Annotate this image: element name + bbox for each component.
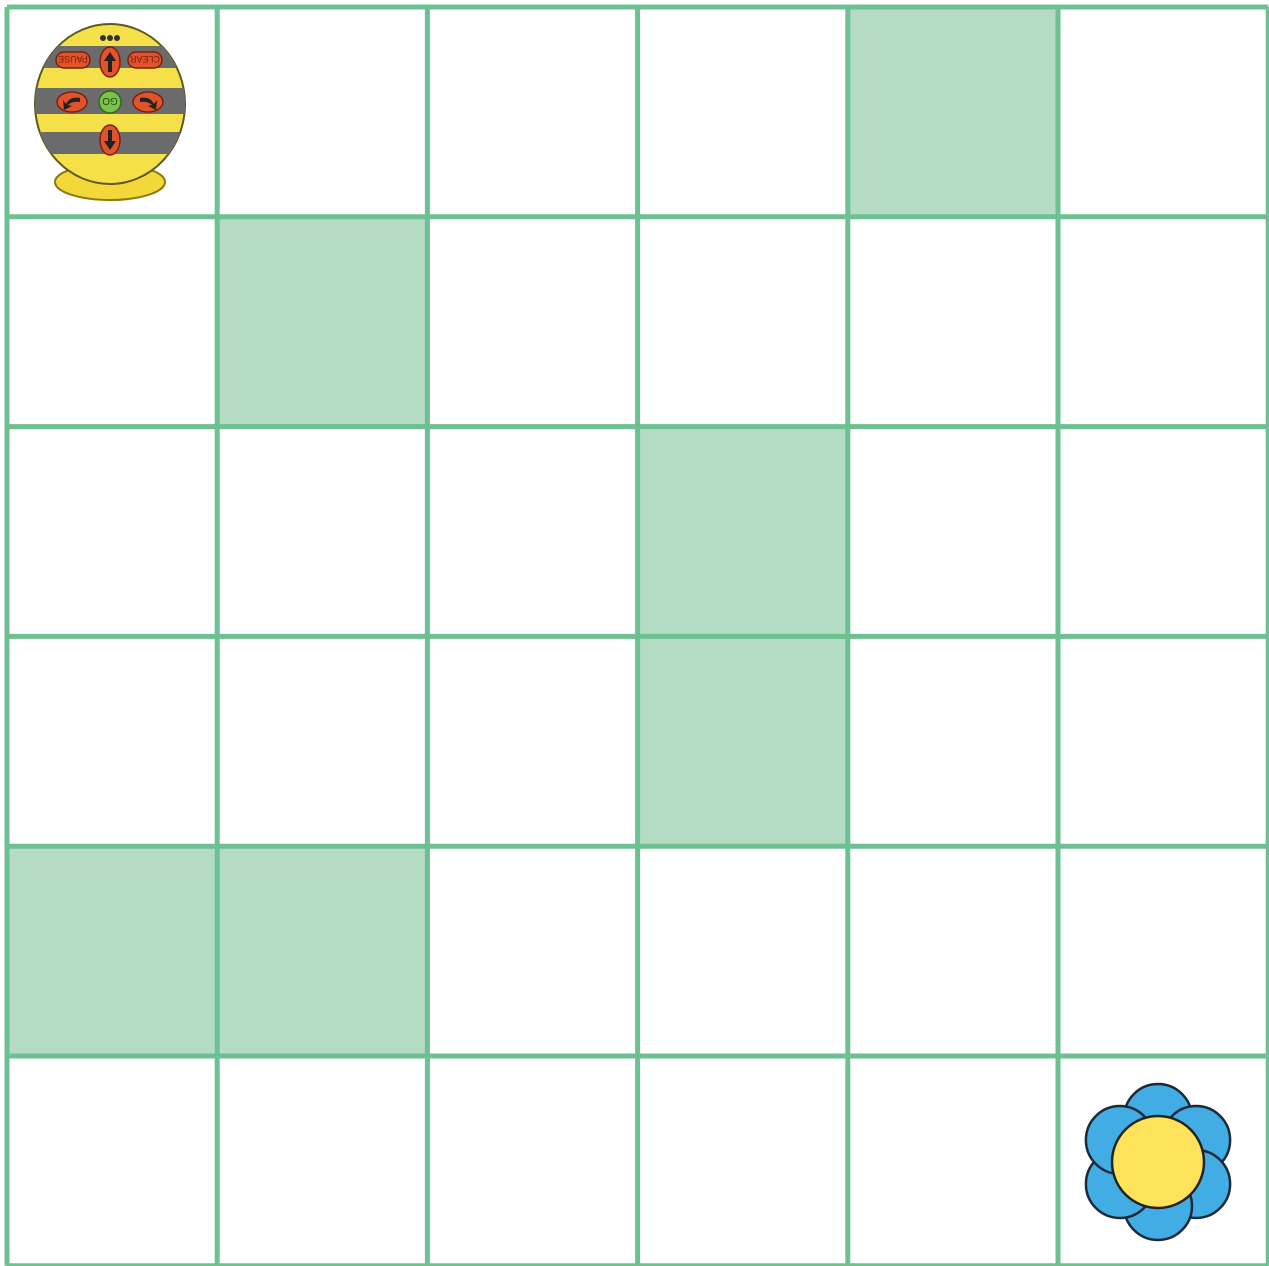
turn-left-button[interactable] <box>57 92 87 112</box>
grid-cell[interactable] <box>7 1056 217 1266</box>
pause-button[interactable]: PAUSE <box>56 52 90 68</box>
backward-arrow-button[interactable] <box>100 125 120 155</box>
grid-cell[interactable] <box>7 217 217 427</box>
grid-cell[interactable] <box>427 217 637 427</box>
grid-cell[interactable] <box>638 7 848 217</box>
grid-cell[interactable] <box>1058 427 1268 637</box>
grid-cell[interactable] <box>848 217 1058 427</box>
grid-cell[interactable] <box>1058 217 1268 427</box>
grid-cell[interactable] <box>427 1056 637 1266</box>
grid-cell[interactable] <box>217 1056 427 1266</box>
grid-cell[interactable] <box>217 636 427 846</box>
grid-cell-shaded[interactable] <box>638 427 848 637</box>
grid-cell[interactable] <box>1058 7 1268 217</box>
grid-cell[interactable] <box>1058 636 1268 846</box>
grid-cell[interactable] <box>427 7 637 217</box>
grid-cell[interactable] <box>638 846 848 1056</box>
grid-cell-shaded[interactable] <box>217 846 427 1056</box>
grid-cell-shaded[interactable] <box>638 636 848 846</box>
grid-cell[interactable] <box>848 427 1058 637</box>
grid-cell[interactable] <box>638 217 848 427</box>
grid-cell[interactable] <box>848 636 1058 846</box>
forward-arrow-button[interactable] <box>100 47 120 77</box>
grid-cell[interactable] <box>427 427 637 637</box>
grid-cell[interactable] <box>848 1056 1058 1266</box>
clear-label: CLEAR <box>129 54 160 64</box>
grid-cell[interactable] <box>7 427 217 637</box>
go-label: GO <box>102 95 118 106</box>
clear-button[interactable]: CLEAR <box>128 52 162 68</box>
grid-cell[interactable] <box>7 636 217 846</box>
grid-cell[interactable] <box>1058 846 1268 1056</box>
grid-cell[interactable] <box>427 846 637 1056</box>
grid-cell-shaded[interactable] <box>848 7 1058 217</box>
flower-center <box>1112 1116 1204 1208</box>
pause-label: PAUSE <box>58 54 88 64</box>
grid-cell[interactable] <box>427 636 637 846</box>
grid-cell[interactable] <box>217 427 427 637</box>
grid-cell[interactable] <box>848 846 1058 1056</box>
grid-cell[interactable] <box>217 7 427 217</box>
grid-cell-shaded[interactable] <box>7 846 217 1056</box>
turn-right-button[interactable] <box>133 92 163 112</box>
flower-icon[interactable] <box>1086 1084 1230 1240</box>
grid-cell[interactable] <box>638 1056 848 1266</box>
go-button[interactable]: GO <box>99 91 121 113</box>
grid-cell-shaded[interactable] <box>217 217 427 427</box>
